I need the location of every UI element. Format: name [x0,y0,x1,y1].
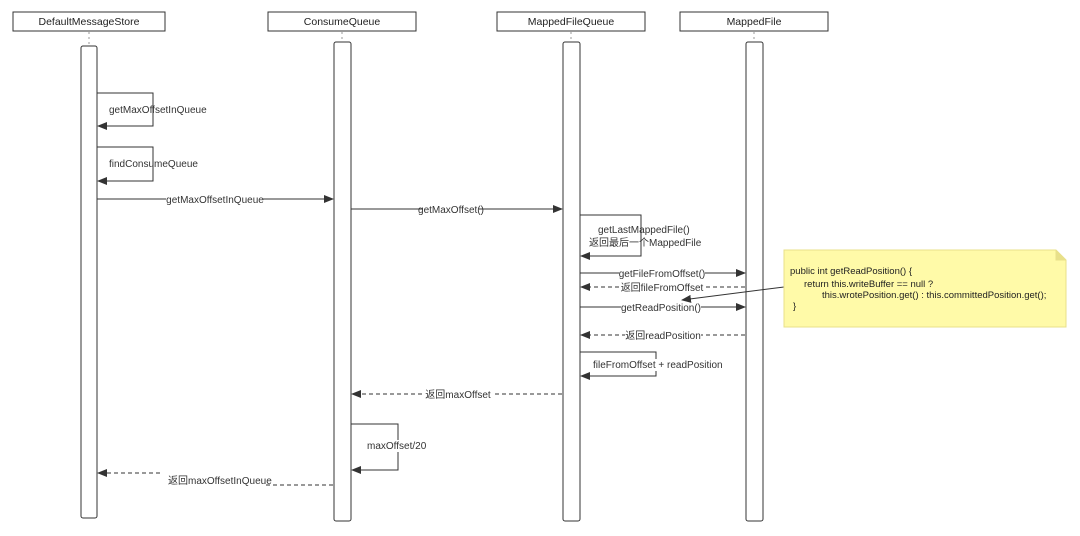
message-getreadposition: getReadPosition() [580,301,746,314]
message-self-maxoffset-div: maxOffset/20 [351,423,430,474]
participant-consumequeue: ConsumeQueue [267,11,417,32]
participant-defaultmessagestore: DefaultMessageStore [12,11,166,32]
note-pointer [681,286,785,303]
note-line: } [793,301,796,312]
message-label: getFileFromOffset() [619,269,706,280]
message-label: getReadPosition() [621,303,701,314]
message-label: fileFromOffset + readPosition [593,360,723,371]
message-getmaxoffset: getMaxOffset() [351,203,563,216]
participant-mappedfile: MappedFile [679,11,829,32]
message-label: 返回fileFromOffset [621,282,704,294]
message-self-findconsumequeue: findConsumeQueue [97,146,198,185]
message-label-line1: getLastMappedFile() [598,225,690,236]
message-getfilefromoffset: getFileFromOffset() [580,267,746,280]
activation-mappedfilequeue [562,41,581,522]
message-label: getMaxOffset() [418,205,484,216]
code-note: public int getReadPosition() { return th… [783,249,1067,328]
note-line: this.wrotePosition.get() : this.committe… [822,290,1046,301]
participant-label: MappedFileQueue [528,16,615,28]
note-line: return this.writeBuffer == null ? [804,279,933,290]
note-line: public int getReadPosition() { [790,266,912,277]
activation-defaultmessagestore [80,45,98,519]
message-self-getmaxoffsetinqueue: getMaxOffsetInQueue [97,92,207,130]
message-return-readposition: 返回readPosition [580,329,745,342]
message-label: maxOffset/20 [367,441,427,452]
participant-label: ConsumeQueue [304,16,381,28]
message-return-maxoffset: 返回maxOffset [351,388,562,401]
message-self-filefromoffset-plus-readposition: fileFromOffset + readPosition [580,351,723,380]
message-label: findConsumeQueue [109,159,198,170]
message-label: 返回readPosition [625,330,701,342]
message-self-getlastmappedfile: getLastMappedFile() 返回最后一个MappedFile [580,214,702,260]
participant-label: DefaultMessageStore [39,16,140,28]
message-return-filefromoffset: 返回fileFromOffset [580,281,745,294]
participant-mappedfilequeue: MappedFileQueue [496,11,646,32]
activation-mappedfile [745,41,764,522]
message-getmaxoffsetinqueue: getMaxOffsetInQueue [97,193,334,206]
message-return-maxoffsetinqueue: 返回maxOffsetInQueue [97,469,333,487]
activation-consumequeue [333,41,352,522]
message-label: 返回maxOffset [425,389,491,401]
message-label: 返回maxOffsetInQueue [168,475,272,487]
message-label: getMaxOffsetInQueue [166,195,264,206]
message-label-line2: 返回最后一个MappedFile [589,237,702,249]
participant-label: MappedFile [727,16,782,28]
message-label: getMaxOffsetInQueue [109,105,207,116]
